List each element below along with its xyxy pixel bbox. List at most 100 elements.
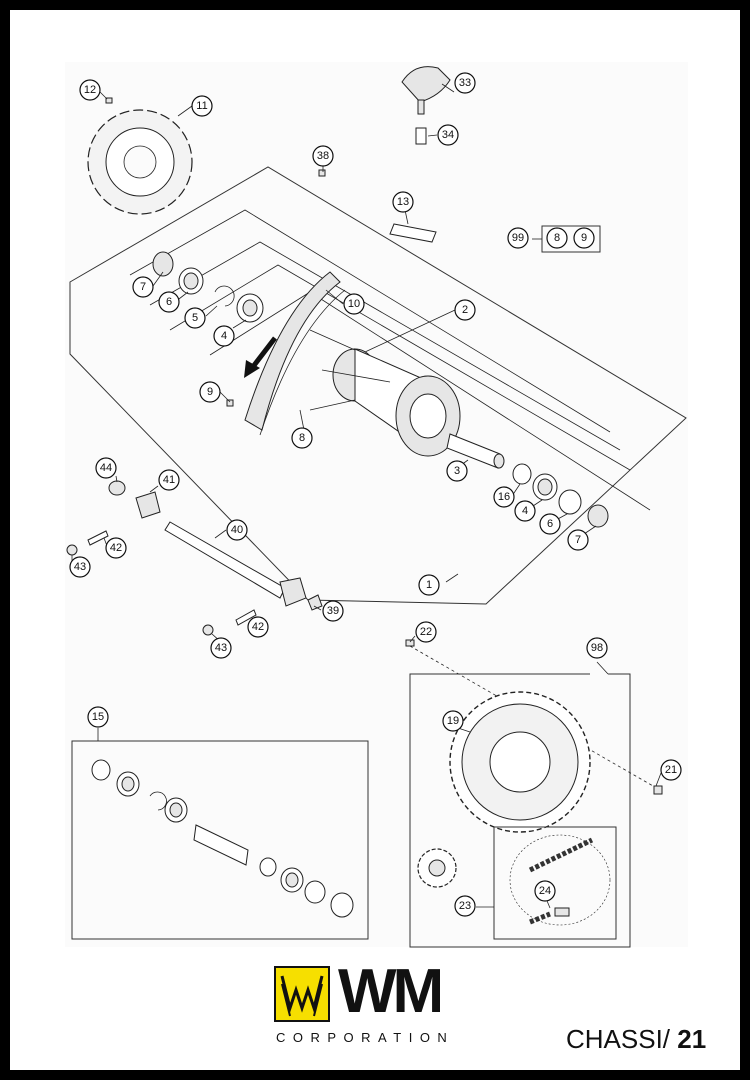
callout-33: 33	[454, 72, 476, 94]
page-number: 21	[677, 1024, 707, 1054]
callout-16: 16	[493, 486, 515, 508]
callout-24: 24	[534, 880, 556, 902]
svg-text:44: 44	[100, 462, 112, 474]
rotation-arrow	[250, 336, 277, 370]
callout-99: 99	[507, 227, 529, 249]
callout-6: 6	[158, 291, 180, 313]
disc-bolt	[105, 97, 113, 104]
sprocket-bolt	[405, 639, 663, 795]
callout-40: 40	[226, 519, 248, 541]
svg-text:22: 22	[420, 626, 432, 638]
callout-3: 3	[446, 460, 468, 482]
svg-text:1: 1	[426, 579, 432, 591]
svg-text:13: 13	[397, 196, 409, 208]
svg-text:33: 33	[459, 77, 471, 89]
callout-8: 8	[291, 427, 313, 449]
hub-spacer	[446, 433, 505, 469]
brake-disc	[87, 109, 193, 215]
section-label: CHASSI/	[566, 1024, 678, 1054]
svg-text:40: 40	[231, 524, 243, 536]
svg-text:42: 42	[110, 542, 122, 554]
callout-38: 38	[312, 145, 334, 167]
wheel-hub	[309, 329, 461, 457]
svg-text:8: 8	[554, 232, 560, 244]
svg-text:12: 12	[84, 84, 96, 96]
callout-41: 41	[158, 469, 180, 491]
sprocket-kit-box	[409, 673, 631, 948]
svg-text:11: 11	[196, 100, 207, 112]
svg-text:21: 21	[665, 764, 677, 776]
right-bearing-stack	[512, 463, 609, 528]
svg-text:43: 43	[215, 642, 227, 654]
callout-7: 7	[132, 276, 154, 298]
callout-98: 98	[586, 637, 608, 659]
svg-text:15: 15	[92, 711, 104, 723]
svg-text:99: 99	[512, 232, 524, 244]
spoke-nipple	[226, 399, 234, 407]
callout-1: 1	[418, 574, 440, 596]
svg-text:7: 7	[140, 281, 146, 293]
svg-text:5: 5	[192, 312, 198, 324]
callout-44: 44	[95, 457, 117, 479]
callout-42: 42	[247, 616, 269, 638]
svg-text:9: 9	[207, 386, 213, 398]
callout-13: 13	[392, 191, 414, 213]
svg-text:8: 8	[299, 432, 305, 444]
callout-34: 34	[437, 124, 459, 146]
callout-4: 4	[213, 325, 235, 347]
callout-6: 6	[539, 513, 561, 535]
svg-text:7: 7	[575, 534, 581, 546]
callout-9: 9	[573, 227, 595, 249]
bearing-kit-box	[71, 740, 369, 940]
callout-42: 42	[105, 537, 127, 559]
rim-band-part	[389, 209, 437, 243]
logo-wordmark: WM	[338, 957, 444, 1026]
svg-text:10: 10	[348, 298, 360, 310]
drawing-background	[65, 62, 688, 947]
logo-subtext: CORPORATION	[276, 1030, 455, 1045]
svg-text:16: 16	[498, 491, 510, 503]
front-sprocket	[417, 848, 457, 888]
callout-11: 11	[191, 95, 213, 117]
axle-nut-left	[108, 480, 161, 519]
callout-4: 4	[514, 500, 536, 522]
exploded-parts-diagram: 1 2 3 4 4 5 6 6 7 7 8 9 10 11 12 13 15 1…	[65, 62, 688, 948]
svg-text:3: 3	[454, 465, 460, 477]
svg-text:42: 42	[252, 621, 264, 633]
wheel-rim	[244, 271, 346, 436]
svg-text:4: 4	[221, 330, 227, 342]
svg-text:43: 43	[74, 561, 86, 573]
wm-corporation-logo: WM CORPORATION	[272, 957, 492, 1052]
svg-text:39: 39	[327, 605, 339, 617]
svg-text:23: 23	[459, 900, 471, 912]
svg-text:34: 34	[442, 129, 454, 141]
page-reference: CHASSI/ 21	[566, 1024, 706, 1055]
callout-19: 19	[442, 710, 464, 732]
callout-5: 5	[184, 307, 206, 329]
guide-line	[169, 264, 631, 471]
callout-43: 43	[210, 637, 232, 659]
rear-sprocket	[449, 691, 591, 833]
drive-chain	[509, 834, 611, 926]
svg-text:38: 38	[317, 150, 329, 162]
callout-15: 15	[87, 706, 109, 728]
svg-text:19: 19	[447, 715, 459, 727]
callout-10: 10	[343, 293, 365, 315]
callout-43: 43	[69, 556, 91, 578]
adjuster-bolt	[66, 530, 323, 636]
svg-text:4: 4	[522, 505, 528, 517]
callout-12: 12	[79, 79, 101, 101]
callout-2: 2	[454, 299, 476, 321]
callout-8: 8	[546, 227, 568, 249]
small-screw	[318, 169, 326, 177]
rear-axle	[164, 521, 307, 607]
svg-text:9: 9	[581, 232, 587, 244]
callout-39: 39	[322, 600, 344, 622]
svg-text:2: 2	[462, 304, 468, 316]
hub-cap-part	[401, 66, 451, 145]
svg-text:41: 41	[163, 474, 175, 486]
bearing-kit-parts	[91, 759, 354, 918]
callout-21: 21	[660, 759, 682, 781]
callout-22: 22	[415, 621, 437, 643]
callout-9: 9	[199, 381, 221, 403]
